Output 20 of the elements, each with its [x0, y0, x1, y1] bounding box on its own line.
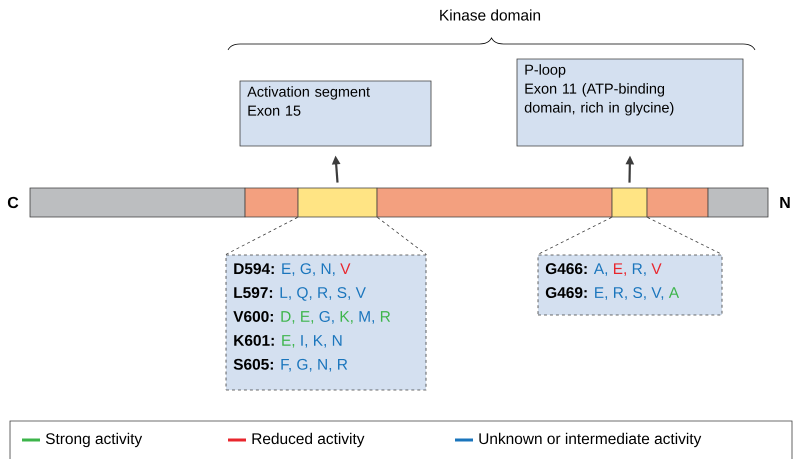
info-box: P-loop Exon 11 (ATP-binding domain, rich in glycine) — [516, 58, 744, 146]
terminus-label: N — [780, 197, 790, 208]
mutation-box: D594: E, G, N, V L597: L, Q, R, S, V V600: D, E, G, K, M, R K601: E, I, K, N S605: F, G, N, R — [226, 254, 426, 390]
legend-text: Reduced activity — [252, 432, 364, 448]
protein-segment — [708, 188, 768, 218]
protein-segment — [298, 188, 378, 218]
connector-line — [377, 216, 427, 255]
protein-segment — [244, 188, 298, 218]
terminus-label: C — [8, 196, 18, 208]
connector-line — [537, 216, 612, 255]
domain-label: Kinase domain — [440, 9, 540, 21]
protein-segment — [646, 188, 708, 218]
protein-segment — [612, 188, 648, 218]
protein-segment — [376, 188, 612, 218]
protein-segment — [30, 188, 246, 218]
connector-line — [225, 216, 298, 255]
legend-text: Unknown or intermediate activity — [479, 432, 702, 448]
mutation-box: G466: A, E, R, V G469: E, R, S, V, A — [538, 254, 722, 316]
legend-text: Strong activity — [46, 432, 142, 448]
info-box: Activation segment Exon 15 — [240, 80, 432, 146]
